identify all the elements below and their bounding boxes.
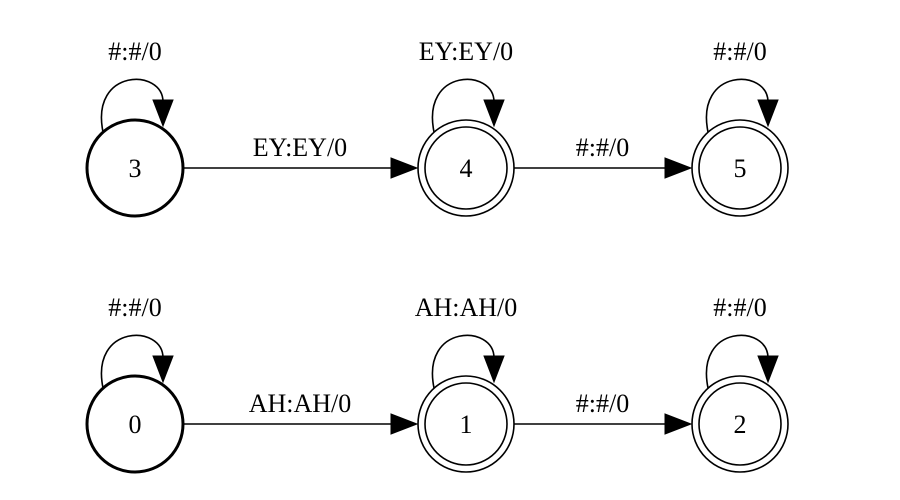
edge-label: #:#/0: [108, 293, 161, 322]
state-node: [85, 374, 185, 474]
edge-label: #:#/0: [108, 37, 161, 66]
arrowhead: [757, 355, 779, 384]
state-circle: [417, 375, 515, 473]
self-loop-edge: [705, 334, 769, 389]
self-loop-edge: [100, 78, 164, 133]
arrowhead: [757, 99, 779, 128]
edge-label: #:#/0: [576, 389, 629, 418]
state-node: [691, 119, 789, 217]
state-label: 1: [460, 410, 473, 439]
edge-label: AH:AH/0: [249, 389, 352, 418]
state-node: [691, 375, 789, 473]
edge-label: #:#/0: [713, 37, 766, 66]
state-label: 2: [734, 410, 747, 439]
final-state-inner-circle: [424, 382, 508, 466]
arrowhead: [152, 355, 174, 384]
self-loop-edge: [431, 334, 495, 389]
self-loop-edge: [705, 78, 769, 133]
state-label: 3: [129, 154, 142, 183]
state-label: 0: [129, 410, 142, 439]
state-node: [85, 118, 185, 218]
state-circle: [691, 375, 789, 473]
edge-label: #:#/0: [713, 293, 766, 322]
state-circle: [691, 119, 789, 217]
state-circle: [417, 119, 515, 217]
edge-label: EY:EY/0: [419, 37, 513, 66]
arrowhead: [390, 157, 419, 179]
edge-label: #:#/0: [576, 133, 629, 162]
state-label: 5: [734, 154, 747, 183]
state-node: [417, 119, 515, 217]
edge-label: EY:EY/0: [253, 133, 347, 162]
start-state-circle: [85, 118, 185, 218]
arrowhead: [390, 413, 419, 435]
final-state-inner-circle: [698, 382, 782, 466]
fst-machine: [85, 78, 789, 218]
start-state-circle: [85, 374, 185, 474]
arrowhead: [483, 99, 505, 128]
self-loop-edge: [431, 78, 495, 133]
arrowhead: [664, 157, 693, 179]
edge-label: AH:AH/0: [415, 293, 518, 322]
fst-machine: [85, 334, 789, 474]
arrowhead: [152, 99, 174, 128]
final-state-inner-circle: [424, 126, 508, 210]
arrowhead: [483, 355, 505, 384]
final-state-inner-circle: [698, 126, 782, 210]
state-label: 4: [460, 154, 473, 183]
state-node: [417, 375, 515, 473]
arrowhead: [664, 413, 693, 435]
self-loop-edge: [100, 334, 164, 389]
